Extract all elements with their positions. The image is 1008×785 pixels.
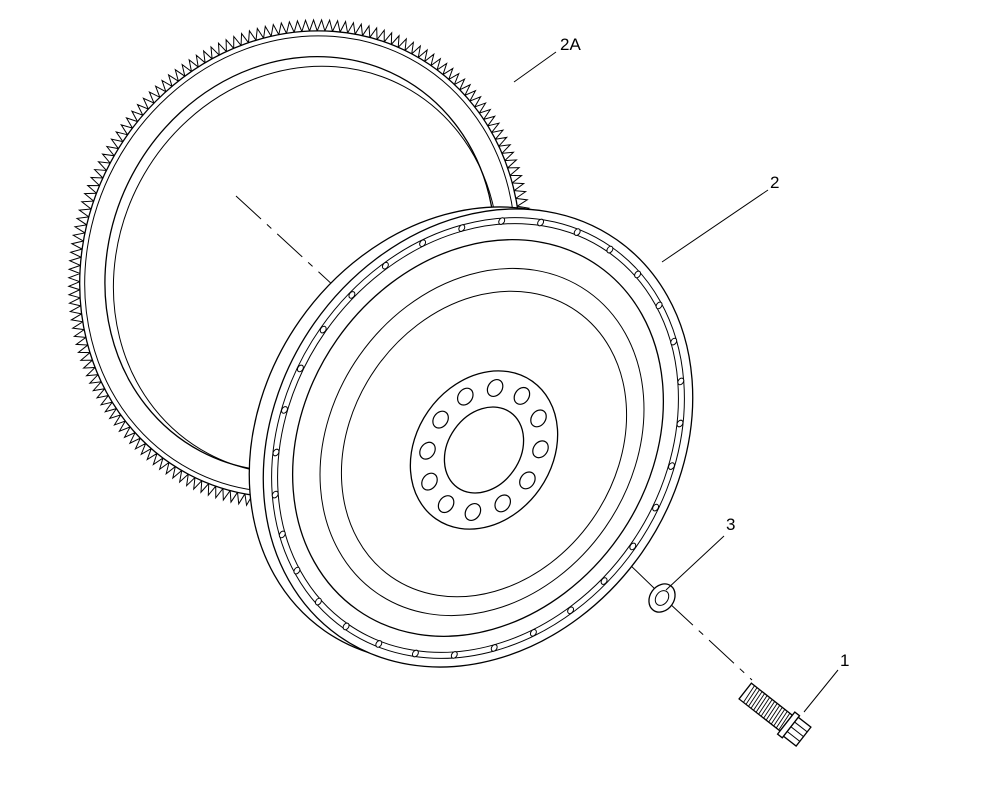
bolt-thread-line [770,707,783,725]
flywheel-hub-bolt-holes [419,379,549,521]
bolt-thread-line [775,711,788,729]
callout-washer: 3 [726,515,735,534]
outer-bolt-hole [319,325,327,334]
outer-bolt-hole [458,224,466,232]
bolt-thread-line [758,697,771,715]
callout-flywheel: 2 [770,173,779,192]
bolt-thread-line [765,703,778,721]
outer-bolt-hole [670,337,678,346]
bolt-thread-line [768,705,781,723]
outer-bolt-hole [537,218,545,227]
bolt-thread-line [743,685,755,703]
outer-bolt-hole [668,462,675,470]
washer [648,583,676,613]
outer-bolt-hole [490,644,498,652]
hub-bolt-hole [437,495,455,514]
outer-bolt-hole [629,542,637,551]
outer-bolt-hole [348,291,356,299]
outer-bolt-hole [342,622,350,631]
hub-bolt-hole [513,386,531,405]
outer-bolt-hole [634,270,642,279]
hub-bolt-hole [432,410,449,429]
outer-bolt-hole [677,377,685,386]
bolt-thread-line [760,699,773,717]
bolt-thread-line [763,701,776,719]
flywheel-outer-bolt-holes [271,217,685,659]
outer-bolt-hole [652,503,660,512]
outer-bolt-hole [281,406,288,414]
outer-bolt-hole [655,301,663,310]
bolt-threads [743,685,791,731]
outer-bolt-hole [676,419,684,428]
bolt-thread-line [773,709,786,727]
hub-bolt-hole [486,379,504,397]
hub-bolt-hole [464,503,482,521]
bolt-thread-line [755,695,768,713]
flywheel [248,206,694,668]
bolt-thread-line [750,691,763,709]
outer-bolt-hole [419,239,427,248]
outer-bolt-hole [314,597,322,606]
outer-bolt-hole [375,640,383,648]
outer-bolt-hole [271,490,279,499]
outer-bolt-hole [450,651,458,659]
hub-bolt-hole [419,441,436,460]
outer-bolt-hole [606,245,614,254]
outer-bolt-hole [600,577,608,585]
outer-bolt-hole [529,628,537,637]
outer-bolt-hole [272,448,280,457]
outer-bolt-hole [567,606,575,615]
outer-bolt-hole [293,566,301,575]
outer-bolt-hole [278,530,286,539]
bolt-thread-line [753,693,765,711]
bolt-thread-line [745,687,758,705]
hub-bolt-hole [494,494,512,513]
outer-bolt-hole [411,649,419,658]
outer-bolt-hole [296,364,304,373]
hub-bolt-hole [532,440,549,459]
flywheel-hub [409,370,559,530]
outer-bolt-hole [498,217,506,225]
hub-bolt-hole [530,409,547,428]
flywheel-center-bore [443,406,525,494]
hub-bolt-hole [456,387,474,406]
outer-bolt-hole [573,228,581,236]
leader-lines [513,51,839,713]
callout-ring-gear: 2A [560,35,581,54]
bolt-thread-line [748,689,760,707]
bolt [738,682,812,747]
hub-bolt-hole [421,472,438,491]
callout-bolt: 1 [840,651,849,670]
outer-bolt-hole [381,261,389,270]
bolt-thread-line [778,712,791,731]
hub-bolt-hole [519,471,536,490]
